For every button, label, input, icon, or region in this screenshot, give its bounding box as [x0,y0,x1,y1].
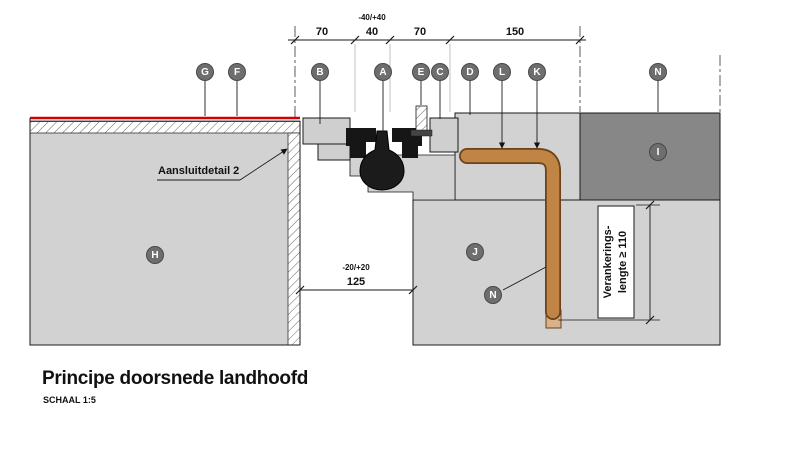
dim-seg1: 70 [315,26,329,38]
top-dimension-chain [288,35,586,45]
rubber-seal [359,130,405,191]
detail-reference-label: Aansluitdetail 2 [158,165,240,177]
callout-H: H [146,246,164,264]
anchor-bolt [410,105,433,137]
callout-E: E [412,63,430,81]
callout-leaders [204,81,659,291]
anchor-bar [459,148,562,329]
dim-seg2: 40 [365,26,379,38]
joint-edge-blocks [302,117,459,161]
dim-gap: 125 [346,276,366,288]
dim-tolerance-top: -40/+40 [358,13,386,22]
callout-B: B [311,63,329,81]
anchor-length-line2: lengte ≥ 110 [617,230,629,294]
anchor-length-line1: Verankerings- [602,225,614,299]
callout-N-top: N [649,63,667,81]
callout-G: G [196,63,214,81]
drawing-scale: SCHAAL 1:5 [43,395,96,405]
callout-N-inner: N [484,286,502,304]
left-deck-slab [29,116,301,346]
drawing-title: Principe doorsnede landhoofd [42,368,309,389]
callout-K: K [528,63,546,81]
callout-I: I [649,143,667,161]
callout-D: D [461,63,479,81]
extension-lines [354,44,451,112]
gap-dimension [295,285,418,295]
dim-seg4: 150 [505,26,525,38]
callout-J: J [466,243,484,261]
anchor-length-label: Verankerings- lengte ≥ 110 [598,206,634,318]
callout-C: C [431,63,449,81]
dim-tolerance-gap: -20/+20 [342,263,370,272]
dim-seg3: 70 [413,26,427,38]
abutment-body [412,199,721,346]
callout-A: A [374,63,392,81]
detail-leader [157,148,288,181]
anchor-length-dimension [558,200,660,325]
callout-L: L [493,63,511,81]
callout-F: F [228,63,246,81]
